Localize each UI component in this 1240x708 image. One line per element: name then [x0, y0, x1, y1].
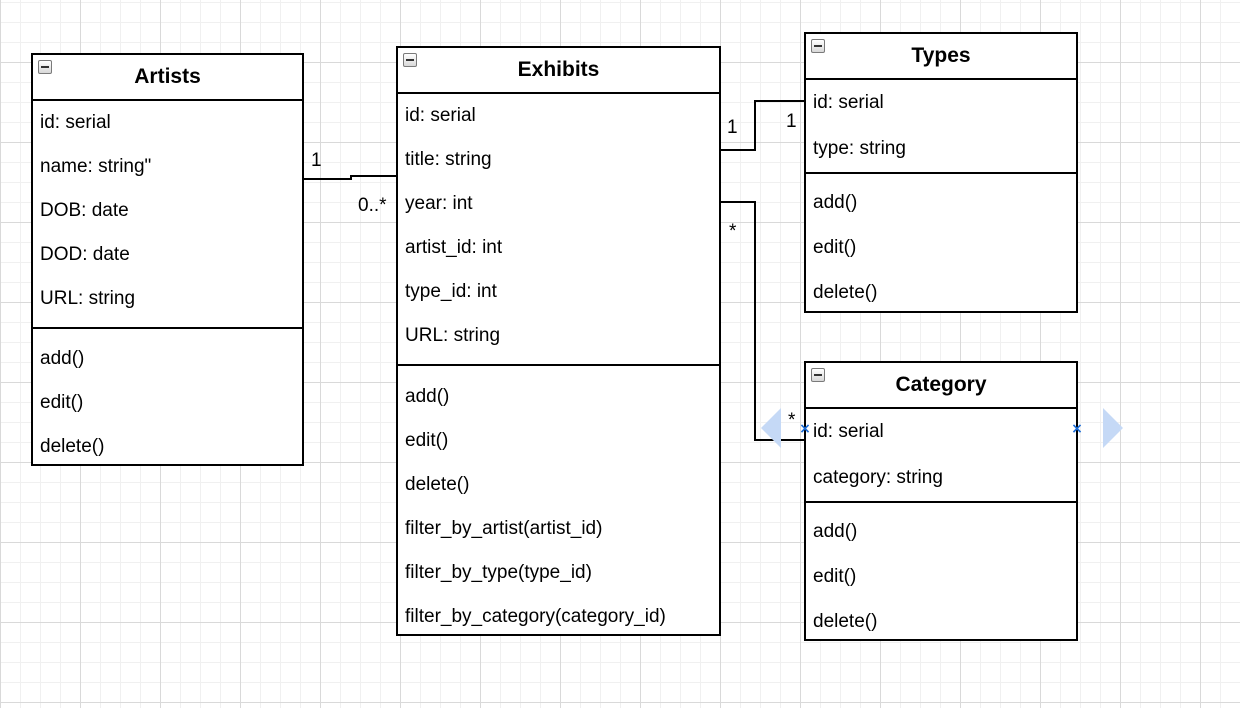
category-attributes: id: serial category: string: [806, 409, 1076, 503]
category-method[interactable]: delete(): [813, 610, 878, 632]
exhibits-attribute[interactable]: year: int: [405, 193, 473, 214]
category-class[interactable]: Category id: serial category: string add…: [804, 361, 1078, 641]
exhibits-class[interactable]: Exhibits id: serial title: string year: …: [396, 46, 721, 636]
artists-method[interactable]: edit(): [40, 392, 84, 413]
artists-attribute[interactable]: DOD: date: [40, 244, 130, 265]
types-method[interactable]: edit(): [813, 236, 857, 258]
collapse-icon[interactable]: [38, 60, 52, 74]
category-methods: add() edit() delete(): [806, 503, 1076, 644]
exhibits-attribute[interactable]: URL: string: [405, 325, 501, 346]
artists-attributes: id: serial name: string" DOB: date DOD: …: [33, 101, 302, 329]
artists-exhibits-connector[interactable]: [304, 175, 398, 180]
types-header[interactable]: Types: [806, 34, 1076, 80]
multiplicity-label: 1: [786, 111, 797, 132]
artists-method[interactable]: add(): [40, 348, 85, 369]
selection-marker-icon[interactable]: ×: [799, 421, 811, 437]
category-attribute[interactable]: id: serial: [813, 421, 884, 442]
collapse-icon[interactable]: [811, 368, 825, 382]
artists-header[interactable]: Artists: [33, 55, 302, 101]
category-title: Category: [895, 373, 987, 396]
multiplicity-label: 1: [727, 117, 738, 138]
types-method[interactable]: add(): [813, 191, 858, 213]
exhibits-methods: add() edit() delete() filter_by_artist(a…: [398, 366, 719, 639]
artists-method[interactable]: delete(): [40, 436, 105, 457]
collapse-icon[interactable]: [811, 39, 825, 53]
multiplicity-label: 1: [311, 150, 322, 171]
exhibits-header[interactable]: Exhibits: [398, 48, 719, 94]
category-header[interactable]: Category: [806, 363, 1076, 409]
artists-attribute[interactable]: name: string": [40, 156, 152, 177]
exhibits-method[interactable]: delete(): [405, 474, 470, 495]
types-methods: add() edit() delete(): [806, 174, 1076, 315]
artists-methods: add() edit() delete(): [33, 329, 302, 469]
artists-attribute[interactable]: id: serial: [40, 112, 111, 133]
types-class[interactable]: Types id: serial type: string add() edit…: [804, 32, 1078, 313]
category-method[interactable]: edit(): [813, 565, 857, 587]
types-attribute[interactable]: type: string: [813, 138, 906, 159]
selection-marker-icon[interactable]: ×: [1071, 421, 1083, 437]
connection-handle-left[interactable]: [761, 408, 781, 448]
exhibits-method[interactable]: filter_by_artist(artist_id): [405, 518, 603, 539]
exhibits-attribute[interactable]: title: string: [405, 149, 492, 170]
category-attribute[interactable]: category: string: [813, 467, 943, 488]
exhibits-attribute[interactable]: type_id: int: [405, 281, 497, 302]
types-method[interactable]: delete(): [813, 281, 878, 303]
collapse-icon[interactable]: [403, 53, 417, 67]
artists-class[interactable]: Artists id: serial name: string" DOB: da…: [31, 53, 304, 466]
types-attributes: id: serial type: string: [806, 80, 1076, 174]
types-attribute[interactable]: id: serial: [813, 92, 884, 113]
exhibits-attribute[interactable]: id: serial: [405, 105, 476, 126]
connection-handle-right[interactable]: [1103, 408, 1123, 448]
artists-attribute[interactable]: URL: string: [40, 288, 136, 309]
exhibits-method[interactable]: filter_by_category(category_id): [405, 606, 666, 627]
exhibits-method[interactable]: add(): [405, 386, 450, 407]
exhibits-attributes: id: serial title: string year: int artis…: [398, 94, 719, 366]
exhibits-method[interactable]: edit(): [405, 430, 449, 451]
multiplicity-label: *: [729, 221, 737, 242]
category-method[interactable]: add(): [813, 520, 858, 542]
types-title: Types: [911, 44, 971, 67]
multiplicity-label: *: [788, 410, 796, 431]
exhibits-method[interactable]: filter_by_type(type_id): [405, 562, 592, 583]
exhibits-title: Exhibits: [517, 58, 600, 81]
exhibits-attribute[interactable]: artist_id: int: [405, 237, 503, 258]
artists-attribute[interactable]: DOB: date: [40, 200, 129, 221]
artists-title: Artists: [134, 65, 201, 88]
multiplicity-label: 0..*: [358, 195, 387, 216]
